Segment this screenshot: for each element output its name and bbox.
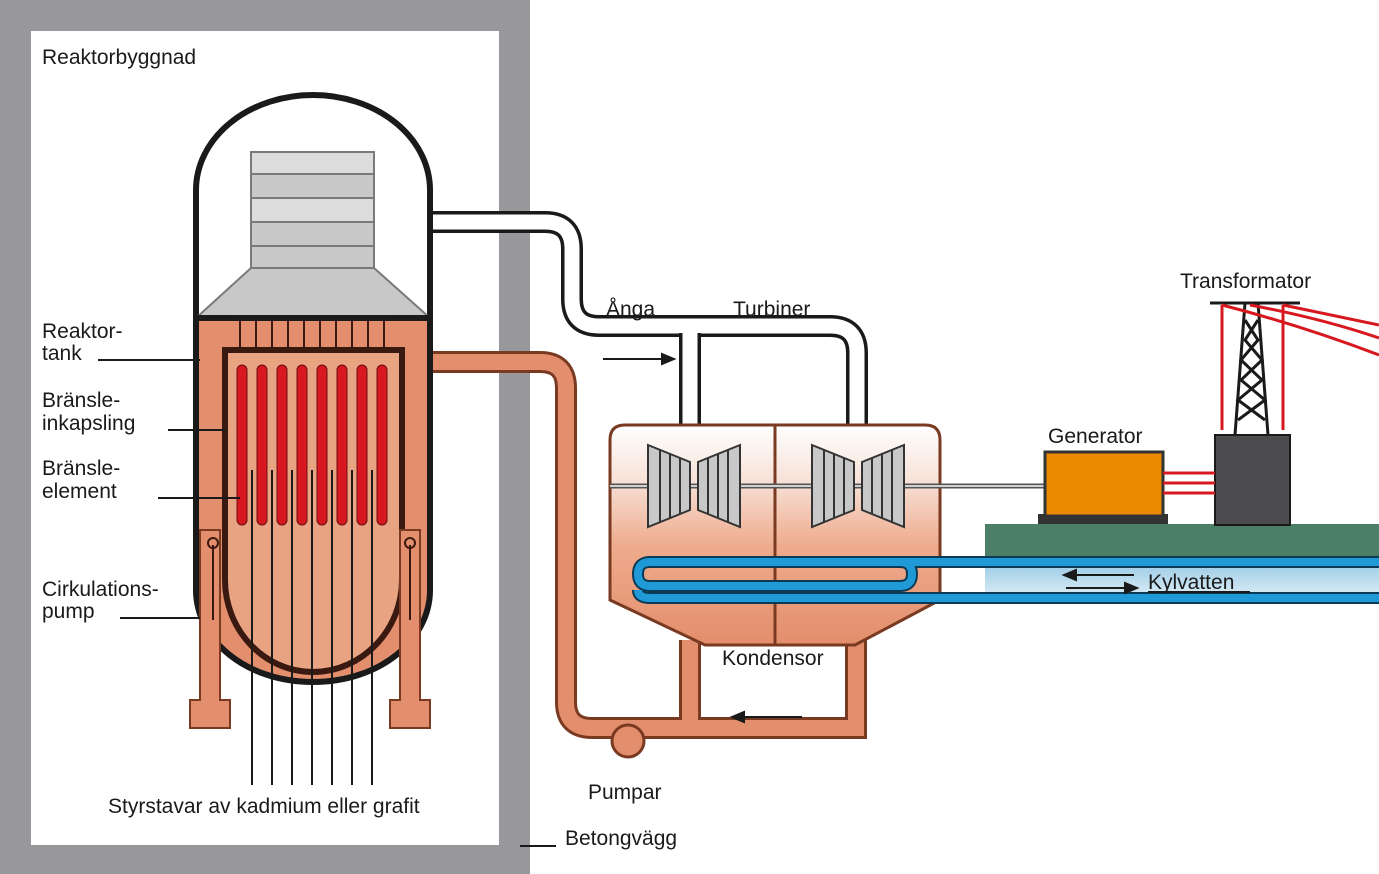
- turbine-right: [811, 443, 905, 529]
- cooling-tubes: [631, 556, 1379, 604]
- flow-arrows: [603, 352, 1140, 724]
- label-fuel-2: element: [42, 480, 117, 503]
- label-vessel-2: tank: [42, 342, 82, 365]
- circulation-pump-right: [389, 529, 431, 729]
- label-control-rods: Styrstavar av kadmium eller grafit: [108, 795, 420, 818]
- reactor-vessel: [189, 92, 433, 729]
- label-building: Reaktorbyggnad: [42, 46, 196, 69]
- control-rod-drives: [239, 318, 385, 350]
- pump: [610, 723, 646, 759]
- power-lines: [1220, 303, 1379, 430]
- steam-pipe: [420, 211, 868, 466]
- label-cooling-water: Kylvatten: [1148, 571, 1234, 594]
- water-pipe: [410, 351, 867, 739]
- label-cladding-2: inkapsling: [42, 412, 135, 435]
- control-rods: [251, 470, 373, 785]
- power-tower: [1210, 301, 1300, 436]
- label-steam: Ånga: [606, 298, 655, 321]
- label-pump-2: pump: [42, 600, 95, 623]
- label-transformer: Transformator: [1180, 270, 1311, 293]
- label-vessel-1: Reaktor-: [42, 320, 123, 343]
- turbine-left: [647, 443, 741, 529]
- label-condenser: Kondensor: [722, 647, 824, 670]
- label-fuel-1: Bränsle-: [42, 457, 120, 480]
- label-cladding-1: Bränsle-: [42, 389, 120, 412]
- label-generator: Generator: [1048, 425, 1143, 448]
- label-pump-1: Cirkulations-: [42, 578, 159, 601]
- label-concrete-wall: Betongvägg: [565, 827, 677, 850]
- transformer: [1163, 434, 1291, 526]
- circulation-pump-left: [189, 529, 231, 729]
- leader-lines: [98, 359, 1250, 847]
- label-turbines: Turbiner: [733, 298, 810, 321]
- label-pumps: Pumpar: [588, 781, 662, 804]
- fuel-elements: [236, 364, 388, 526]
- generator: [1038, 450, 1168, 524]
